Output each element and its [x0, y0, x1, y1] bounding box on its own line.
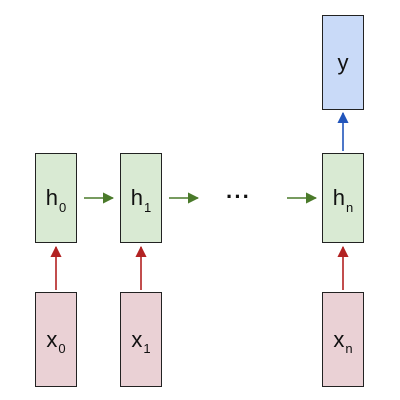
output-node-y: y	[322, 15, 364, 110]
ellipsis: ···	[226, 184, 251, 209]
input-label: x	[46, 326, 58, 352]
hidden-subscript: 0	[59, 199, 67, 215]
input-subscript: 1	[143, 341, 151, 356]
hidden-subscript: 1	[144, 199, 152, 215]
input-subscript: n	[345, 341, 353, 356]
hidden-label: h	[332, 185, 345, 210]
input-label: x	[333, 326, 345, 352]
input-label: x	[131, 326, 143, 352]
hidden-label: h	[45, 185, 58, 210]
input-subscript: 0	[58, 341, 66, 356]
hidden-label: h	[130, 185, 143, 210]
hidden-subscript: n	[346, 199, 354, 215]
output-label: y	[337, 49, 349, 75]
